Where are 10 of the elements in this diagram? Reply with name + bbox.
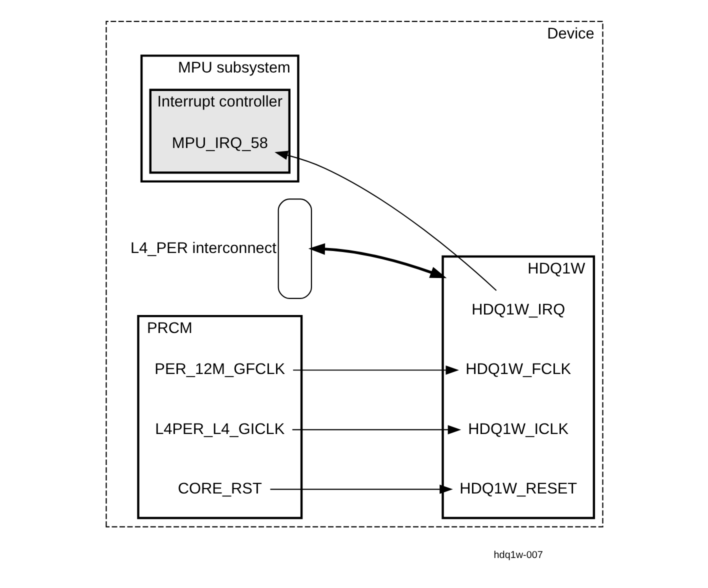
label: hdq1w-007 [493, 550, 542, 561]
node-text: PER_12M_GFCLK [154, 361, 285, 378]
node-text: HDQ1W_ICLK [468, 420, 568, 438]
node-text: HDQ1W_RESET [459, 480, 577, 498]
node-label: L4_PER interconnect [130, 240, 276, 257]
node-text: L4PER_L4_GICLK [154, 420, 284, 438]
node-text: HDQ1W_FCLK [465, 361, 571, 378]
node-text: CORE_RST [177, 480, 262, 498]
node-text: MPU_IRQ_58 [171, 135, 268, 152]
node-text: HDQ1W_IRQ [471, 302, 565, 319]
